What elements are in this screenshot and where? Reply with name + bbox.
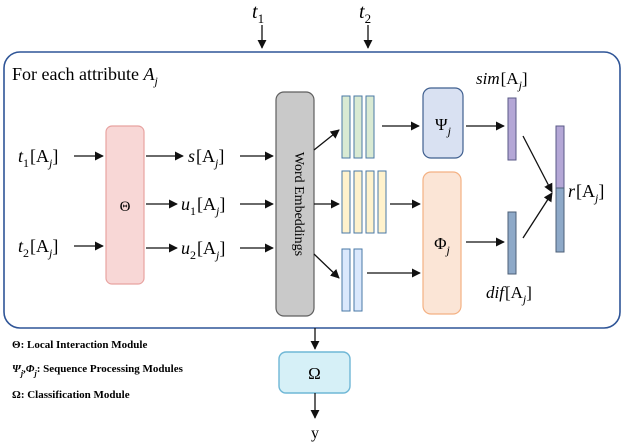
psi-module	[422, 87, 464, 159]
r-vector-top	[555, 125, 565, 189]
sim-label: sim[Aj]	[476, 69, 528, 92]
frame-header: For each attribute Aj	[12, 64, 158, 88]
r-label: r[Aj]	[568, 181, 604, 205]
theta-label: Θ	[120, 199, 131, 215]
yellow-vector-2	[353, 170, 363, 234]
green-vector-1	[341, 95, 351, 159]
yellow-vector-4	[377, 170, 387, 234]
theta-module	[105, 125, 145, 285]
t2-attribute-label: t2[Aj]	[18, 236, 58, 260]
dif-label: dif[Aj]	[486, 283, 532, 306]
u1-label: u1[Aj]	[181, 194, 225, 218]
phi-module	[422, 171, 462, 315]
blue-vector-1	[341, 248, 351, 312]
top-t1-label: t1	[252, 1, 264, 26]
emb-to-green-arrow	[313, 129, 340, 151]
sim-to-r-arrow	[522, 135, 553, 193]
green-vector-3	[365, 95, 375, 159]
attribute-frame	[3, 51, 621, 329]
r-vector-bottom	[555, 187, 565, 253]
psi-label: Ψj	[435, 115, 452, 138]
yellow-vector-1	[341, 170, 351, 234]
omega-label: Ω	[308, 364, 321, 383]
dif-vector	[507, 211, 517, 275]
output-y-label: y	[311, 425, 319, 442]
sim-vector	[507, 97, 517, 161]
green-vector-2	[353, 95, 363, 159]
legend-line-3: Ω: Classification Module	[12, 389, 130, 401]
phi-label: Φj	[434, 234, 450, 257]
legend-line-2: Ψj,Φj: Sequence Processing Modules	[12, 363, 184, 378]
word-embeddings-label: Word Embeddings	[291, 152, 306, 256]
u2-label: u2[Aj]	[181, 238, 225, 262]
t1-attribute-label: t1[Aj]	[18, 146, 58, 170]
top-t2-label: t2	[359, 1, 371, 26]
yellow-vector-3	[365, 170, 375, 234]
dif-to-r-arrow	[522, 192, 553, 239]
blue-vector-2	[353, 248, 363, 312]
s-label: s[Aj]	[188, 146, 224, 170]
legend-line-1: Θ: Local Interaction Module	[12, 339, 147, 351]
emb-to-blue-arrow	[313, 253, 340, 279]
